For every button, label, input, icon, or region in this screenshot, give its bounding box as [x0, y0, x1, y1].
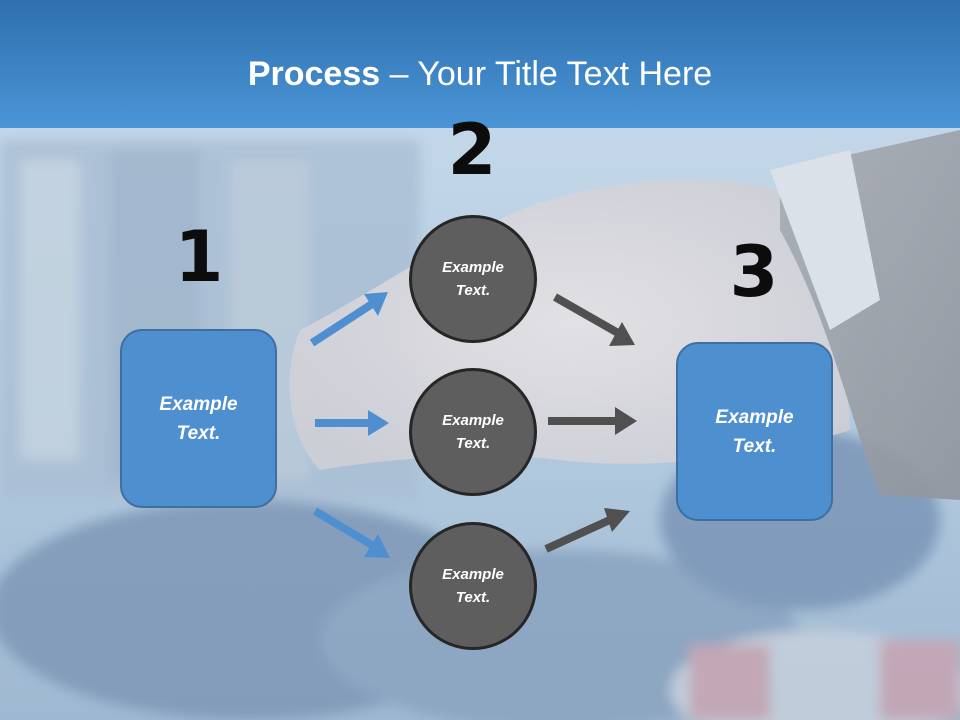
arrow-left-to-bottom [312, 507, 390, 558]
arrow-top-to-right [553, 293, 635, 346]
arrow-left-to-top [309, 292, 388, 347]
left-box-text: Example Text. [159, 393, 238, 444]
right-box-text: Example Text. [715, 406, 794, 457]
circle-top: Example Text. [409, 215, 537, 343]
right-box: Example Text. [676, 342, 833, 521]
slide-title: Process – Your Title Text Here [0, 50, 960, 98]
arrow-middle-to-right [548, 407, 637, 435]
circle-bottom-text: Example Text. [442, 566, 504, 606]
title-bold: Process [247, 55, 381, 93]
step-number-2: 2 [447, 109, 497, 191]
title-rest: – Your Title Text Here [380, 55, 713, 93]
circle-middle-text: Example Text. [442, 412, 504, 452]
left-box: Example Text. [120, 329, 277, 508]
circle-bottom: Example Text. [409, 522, 537, 650]
circle-middle: Example Text. [409, 368, 537, 496]
step-number-1: 1 [174, 216, 224, 298]
arrow-bottom-to-right [544, 508, 630, 553]
circle-top-text: Example Text. [442, 259, 504, 299]
step-number-3: 3 [729, 231, 779, 313]
arrow-left-to-middle [315, 410, 389, 436]
